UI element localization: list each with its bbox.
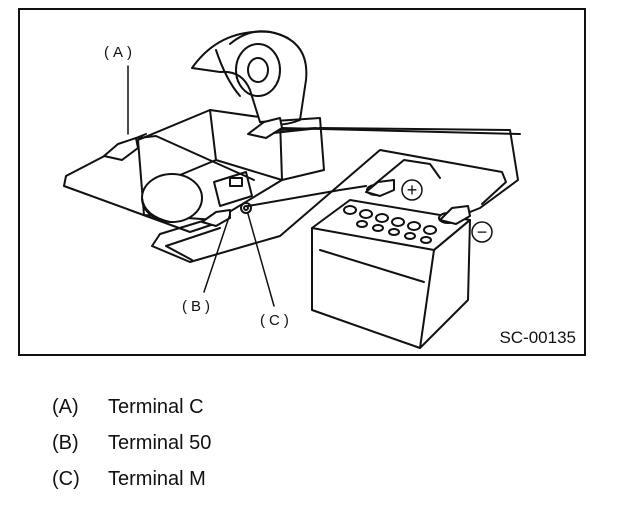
negative-terminal-icon — [471, 221, 493, 243]
positive-terminal-icon — [401, 179, 423, 201]
polarity-symbols — [401, 179, 493, 243]
legend-key: (B) — [52, 432, 79, 454]
starter-test-diagram: + − — [63, 30, 521, 349]
diagram-frame: + − (A) (B) (C) SC-00135 — [18, 8, 586, 356]
legend-label: Terminal 50 — [108, 432, 212, 454]
callout-b: (B) — [182, 298, 214, 315]
callout-c: (C) — [260, 312, 293, 329]
figure-code: SC-00135 — [499, 328, 576, 347]
legend-item: (A) Terminal C — [52, 396, 211, 432]
callout-leaders — [127, 65, 275, 307]
legend-label: Terminal M — [108, 468, 206, 490]
battery-cell-caps — [343, 205, 437, 244]
legend-key: (C) — [52, 468, 80, 490]
negative-sign: − — [477, 222, 488, 242]
starter-motor — [137, 30, 325, 223]
legend-label: Terminal C — [108, 396, 204, 418]
legend-item: (C) Terminal M — [52, 468, 211, 504]
legend-item: (B) Terminal 50 — [52, 432, 211, 468]
alligator-clips — [103, 117, 471, 227]
legend: (A) Terminal C (B) Terminal 50 (C) Termi… — [52, 396, 211, 504]
callout-a: (A) — [104, 44, 136, 61]
legend-key: (A) — [52, 396, 79, 418]
battery — [311, 184, 471, 349]
positive-sign: + — [407, 180, 418, 200]
test-lead-wires — [63, 127, 521, 263]
